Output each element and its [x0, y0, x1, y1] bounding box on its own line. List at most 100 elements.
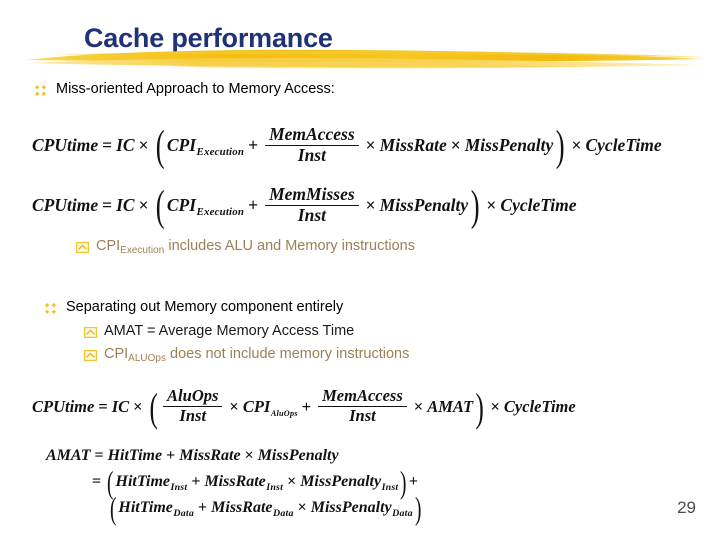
- brush-tail-streak: [170, 65, 600, 69]
- eq1-open-paren: (: [155, 122, 165, 170]
- eq1-lhs: CPUtime: [32, 135, 99, 156]
- bullet-item-miss-oriented: Miss-oriented Approach to Memory Access:: [34, 81, 335, 98]
- amat-misspenalty-inst-sub: Inst: [381, 482, 399, 493]
- eq2-close-paren: ): [470, 182, 480, 230]
- amat-close-paren-inst: ): [400, 464, 407, 500]
- amat-missrate-data: MissRateData: [211, 499, 294, 519]
- amat-missrate-data-sub: Data: [273, 508, 294, 519]
- equation-cputime-missrate: CPUtime = IC × ( CPIExecution + MemAcces…: [32, 122, 662, 170]
- eq3-times-1: ×: [133, 396, 143, 416]
- subbullet-label: AMAT = Average Memory Access Time: [104, 323, 355, 339]
- eq3-frac1-numerator: AluOps: [167, 386, 219, 405]
- amat-hittime-inst-base: HitTime: [115, 473, 171, 490]
- amat-equals-1: =: [94, 447, 104, 464]
- wingdings-z-marker-icon: [34, 84, 47, 97]
- amat-plus-1: +: [166, 447, 176, 464]
- eq1-equals: =: [102, 135, 113, 156]
- eq2-plus: +: [248, 195, 259, 216]
- wingdings-y-chevron-marker-icon: [83, 326, 98, 339]
- amat-plus-2: +: [191, 473, 201, 490]
- page-title: Cache performance: [84, 23, 333, 53]
- eq1-times-3: ×: [450, 135, 461, 156]
- bullet-label: Miss-oriented Approach to Memory Access:: [56, 81, 335, 97]
- eq2-cycletime: CycleTime: [500, 195, 577, 216]
- subbullet-label: CPIALUOps does not include memory instru…: [104, 346, 409, 364]
- eq2-ic: IC: [116, 195, 135, 216]
- eq1-term-cpi: CPIExecution: [166, 135, 245, 159]
- eq3-cpi-subscript: AluOps: [270, 408, 298, 418]
- eq1-ic: IC: [116, 135, 135, 156]
- subbullet-cpi-base: CPI: [96, 238, 121, 254]
- amat-missrate-inst-sub: Inst: [266, 482, 284, 493]
- eq3-equals: =: [98, 396, 108, 416]
- eq2-times-1: ×: [138, 195, 149, 216]
- eq1-frac-bar: [265, 144, 359, 147]
- amat-missrate-inst: MissRateInst: [204, 473, 284, 493]
- amat-hittime: HitTime: [107, 447, 163, 464]
- subbullet-cpi-rest: includes ALU and Memory instructions: [164, 238, 415, 254]
- amat-line-2: = ( HitTimeInst + MissRateInst × MissPen…: [46, 464, 423, 500]
- amat-trailing-plus: +: [408, 473, 418, 490]
- equation-cputime-aluops-amat: CPUtime = IC × ( AluOps Inst × CPIAluOps…: [32, 386, 576, 427]
- eq3-times-3: ×: [413, 396, 424, 416]
- amat-times-1: ×: [244, 447, 254, 464]
- amat-open-paren-data: (: [109, 490, 117, 526]
- eq1-misspenalty: MissPenalty: [464, 135, 554, 156]
- amat-missrate-inst-base: MissRate: [204, 473, 266, 490]
- eq1-cycletime: CycleTime: [585, 135, 662, 156]
- subbullet-cpi-subscript: ALUOps: [128, 353, 166, 364]
- amat-hittime-data-base: HitTime: [118, 499, 173, 516]
- eq3-term-cpi: CPIAluOps: [242, 396, 298, 418]
- eq3-amat: AMAT: [427, 396, 474, 416]
- amat-times-3: ×: [297, 499, 307, 516]
- eq1-plus: +: [248, 135, 259, 156]
- subbullet-item-amat-definition: AMAT = Average Memory Access Time: [83, 323, 355, 340]
- eq1-close-paren: ): [555, 122, 565, 170]
- eq2-frac-denominator: Inst: [297, 205, 326, 226]
- eq3-fraction-memaccess-inst: MemAccess Inst: [318, 386, 407, 425]
- eq3-times-2: ×: [229, 396, 239, 416]
- amat-hittime-inst-sub: Inst: [170, 482, 188, 493]
- eq3-cycletime: CycleTime: [503, 396, 576, 416]
- wingdings-z-marker-icon: [44, 302, 57, 315]
- eq1-frac-denominator: Inst: [297, 145, 326, 166]
- eq1-cpi-base: CPI: [166, 135, 197, 156]
- brush-lower-path: [30, 58, 704, 68]
- eq1-times-4: ×: [571, 135, 582, 156]
- amat-times-2: ×: [287, 473, 297, 490]
- eq2-cpi-base: CPI: [166, 195, 197, 216]
- amat-misspenalty-inst-base: MissPenalty: [300, 473, 382, 490]
- amat-misspenalty: MissPenalty: [257, 447, 339, 464]
- eq2-cpi-subscript: Execution: [196, 206, 245, 219]
- amat-hittime-data-sub: Data: [173, 508, 195, 519]
- eq2-misspenalty: MissPenalty: [379, 195, 469, 216]
- eq3-frac1-bar: [163, 405, 223, 408]
- amat-lhs: AMAT: [46, 447, 91, 464]
- eq3-cpi-base: CPI: [242, 396, 271, 416]
- amat-missrate: MissRate: [179, 447, 241, 464]
- subbullet-item-cpi-execution: CPIExecution includes ALU and Memory ins…: [75, 238, 415, 256]
- eq1-cpi-subscript: Execution: [196, 146, 245, 159]
- eq3-frac2-numerator: MemAccess: [322, 386, 403, 405]
- eq3-frac2-bar: [318, 405, 407, 408]
- subbullet-cpi-base: CPI: [104, 346, 129, 362]
- amat-missrate-data-base: MissRate: [211, 499, 273, 516]
- eq1-missrate: MissRate: [379, 135, 447, 156]
- eq3-frac1-denominator: Inst: [179, 406, 207, 426]
- wingdings-y-chevron-marker-icon: [83, 349, 98, 362]
- subbullet-item-cpi-aluops: CPIALUOps does not include memory instru…: [83, 346, 409, 364]
- eq3-lhs: CPUtime: [32, 396, 95, 416]
- subbullet-cpi-subscript: Execution: [120, 245, 165, 256]
- amat-misspenalty-data-sub: Data: [392, 508, 413, 519]
- amat-hittime-data: HitTimeData: [118, 499, 195, 519]
- eq3-times-4: ×: [490, 396, 500, 416]
- eq2-frac-numerator: MemMisses: [269, 184, 355, 204]
- eq1-fraction-memaccess-inst: MemAccess Inst: [265, 125, 359, 166]
- eq2-open-paren: (: [155, 182, 165, 230]
- eq2-equals: =: [102, 195, 113, 216]
- eq3-plus: +: [301, 396, 312, 416]
- eq2-lhs: CPUtime: [32, 195, 99, 216]
- eq1-times-2: ×: [365, 135, 376, 156]
- eq3-fraction-aluops-inst: AluOps Inst: [163, 386, 223, 426]
